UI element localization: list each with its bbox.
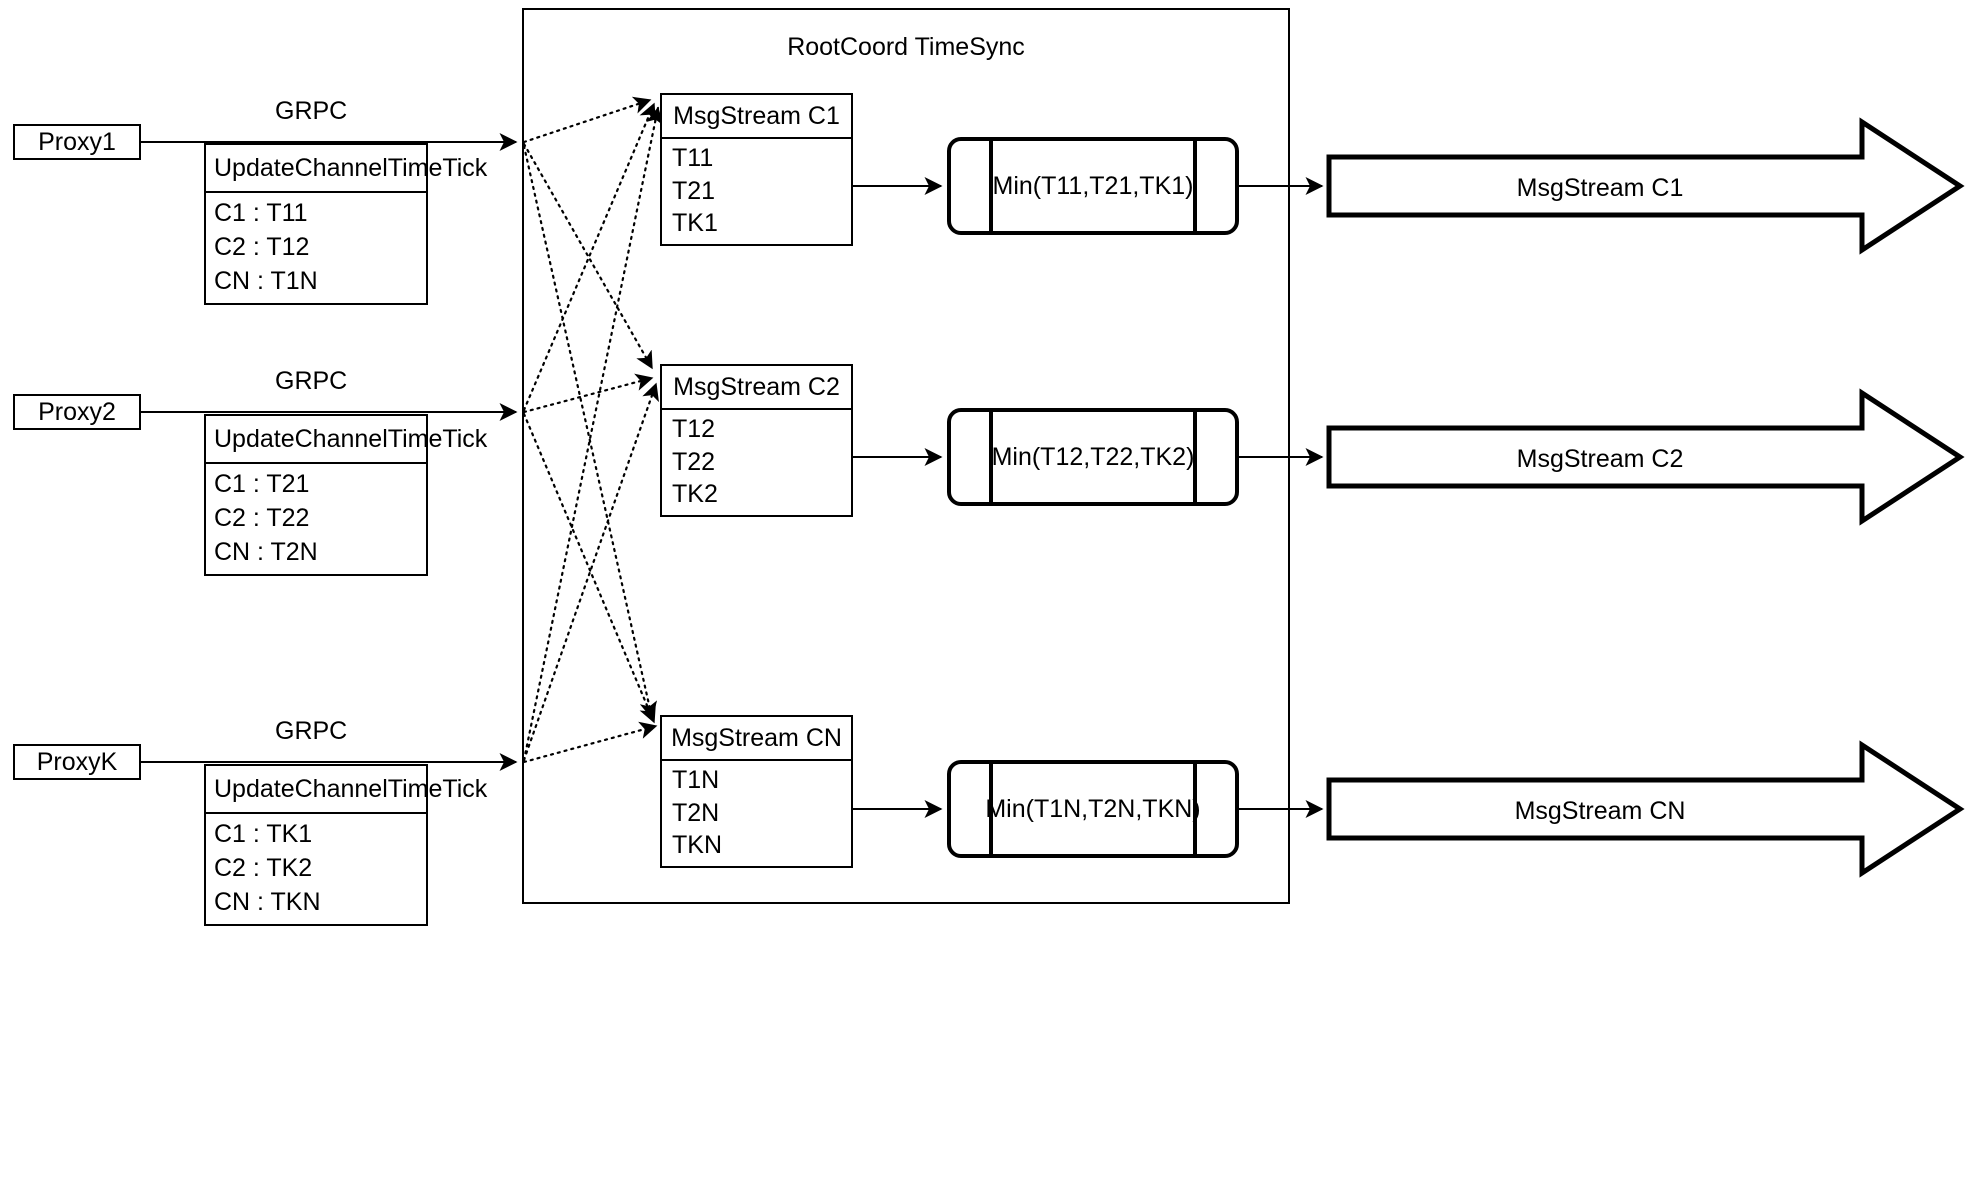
- msgstream-header: MsgStream C1: [662, 95, 851, 139]
- tick-row: C1 : T21: [214, 470, 310, 499]
- msgstream-table-row1: MsgStream C1 T11 T21 TK1: [660, 93, 853, 246]
- msgstream-row: T2N: [672, 798, 720, 827]
- container-title: RootCoord TimeSync: [787, 33, 1025, 61]
- min-label: Min(T11,T21,TK1): [992, 171, 1194, 200]
- min-process-box-row3: Min(T1N,T2N,TKN): [947, 760, 1239, 858]
- output-block-arrows: [1326, 117, 1965, 878]
- proxy-box-row2[interactable]: Proxy2: [13, 394, 141, 430]
- process-bar-right-icon: [1193, 412, 1197, 502]
- proxy-box-row3[interactable]: ProxyK: [13, 744, 141, 780]
- tick-table-header: UpdateChannelTimeTick: [206, 416, 487, 464]
- min-label: Min(T12,T22,TK2): [991, 442, 1195, 471]
- proxy-label: ProxyK: [36, 747, 118, 776]
- msgstream-row: T1N: [672, 766, 720, 795]
- tick-table-row2: UpdateChannelTimeTick C1 : T21 C2 : T22 …: [204, 414, 487, 576]
- tick-table-row3: UpdateChannelTimeTick C1 : TK1 C2 : TK2 …: [204, 764, 487, 926]
- tick-table-body: C1 : TK1 C2 : TK2 CN : TKN: [206, 814, 426, 924]
- min-process-box-row2: Min(T12,T22,TK2): [947, 408, 1239, 506]
- tick-table-header: UpdateChannelTimeTick: [206, 766, 487, 814]
- msgstream-table-row3: MsgStream CN T1N T2N TKN: [660, 715, 853, 868]
- msgstream-table-row2: MsgStream C2 T12 T22 TK2: [660, 364, 853, 517]
- tick-row: C2 : T12: [214, 233, 310, 262]
- process-bar-left-icon: [989, 764, 993, 854]
- tick-row: CN : T2N: [214, 538, 318, 567]
- grpc-label-row2: GRPC: [275, 367, 348, 395]
- tick-table-header: UpdateChannelTimeTick: [206, 145, 487, 193]
- msgstream-row: TK2: [672, 480, 718, 509]
- msgstream-header: MsgStream C2: [662, 366, 851, 410]
- tick-row: C2 : T22: [214, 504, 310, 533]
- tick-table-body: C1 : T11 C2 : T12 CN : T1N: [206, 193, 426, 303]
- grpc-label-row1: GRPC: [275, 97, 348, 125]
- msgstream-body: T12 T22 TK2: [662, 410, 851, 515]
- output-arrow-label-row1: MsgStream C1: [1516, 174, 1684, 202]
- msgstream-row: T12: [672, 415, 716, 444]
- grpc-label-row3: GRPC: [275, 717, 348, 745]
- msgstream-body: T1N T2N TKN: [662, 761, 851, 866]
- msgstream-row: T21: [672, 176, 716, 205]
- tick-table-body: C1 : T21 C2 : T22 CN : T2N: [206, 464, 426, 574]
- tick-table-row1: UpdateChannelTimeTick C1 : T11 C2 : T12 …: [204, 143, 487, 305]
- proxy-label: Proxy2: [38, 397, 116, 426]
- tick-row: C1 : TK1: [214, 820, 313, 849]
- msgstream-header: MsgStream CN: [662, 717, 851, 761]
- min-process-box-row1: Min(T11,T21,TK1): [947, 137, 1239, 235]
- msgstream-row: TKN: [672, 831, 722, 860]
- process-bar-right-icon: [1193, 764, 1197, 854]
- msgstream-body: T11 T21 TK1: [662, 139, 851, 244]
- process-bar-left-icon: [989, 141, 993, 231]
- msgstream-row: T22: [672, 447, 716, 476]
- msgstream-row: TK1: [672, 209, 718, 238]
- output-arrow-label-row3: MsgStream CN: [1514, 797, 1686, 825]
- msgstream-row: T11: [672, 144, 714, 173]
- min-label: Min(T1N,T2N,TKN): [985, 794, 1201, 823]
- tick-row: CN : T1N: [214, 267, 318, 296]
- tick-row: C2 : TK2: [214, 854, 313, 883]
- process-bar-right-icon: [1193, 141, 1197, 231]
- tick-row: CN : TKN: [214, 888, 321, 917]
- proxy-box-row1[interactable]: Proxy1: [13, 124, 141, 160]
- process-bar-left-icon: [989, 412, 993, 502]
- output-arrow-label-row2: MsgStream C2: [1516, 445, 1684, 473]
- tick-row: C1 : T11: [214, 199, 308, 228]
- proxy-label: Proxy1: [38, 127, 116, 156]
